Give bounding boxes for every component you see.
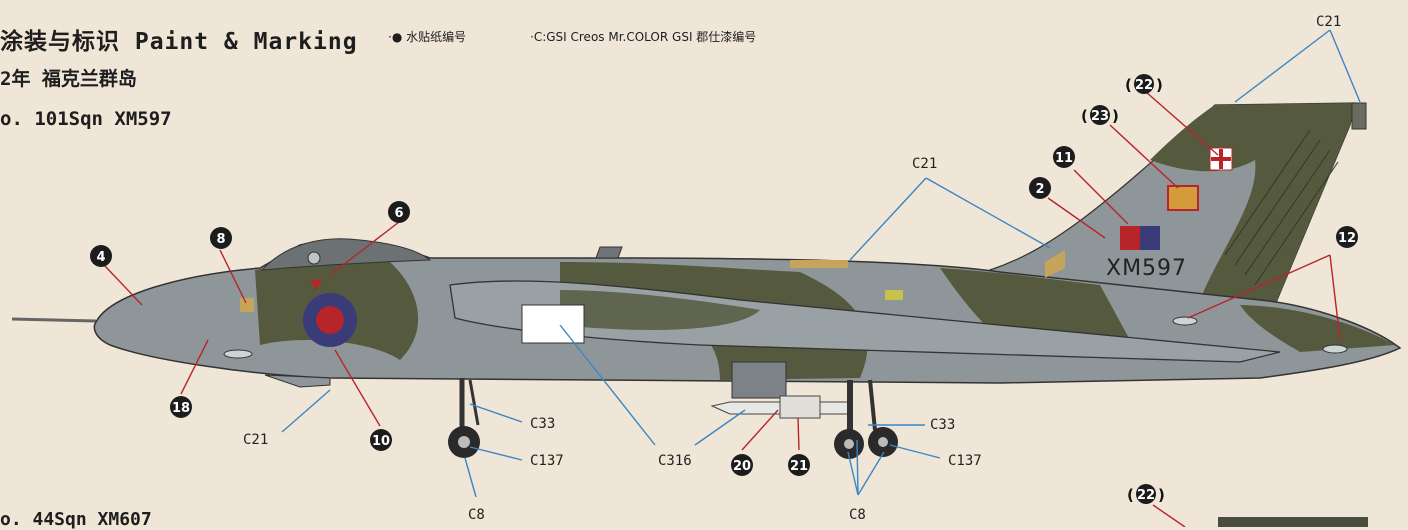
decal-6: 6 <box>388 201 410 223</box>
decal-12-number: 12 <box>1338 231 1356 246</box>
decal-2-number: 2 <box>1035 182 1044 197</box>
paint-code-c33-nose-gear: C33 <box>530 416 555 432</box>
pitot-probe <box>11 317 97 323</box>
missile-pylon <box>779 395 821 419</box>
legend-paint-code: ·C:GSI Creos Mr.COLOR GSI 郡仕漆编号 <box>530 30 757 44</box>
decal-23: ( 23 ) <box>1081 105 1119 125</box>
paint-code-c21-belly: C21 <box>243 432 268 448</box>
decal-8-number: 8 <box>216 232 225 247</box>
wing-camouflage <box>560 290 760 330</box>
nose-vent <box>223 349 253 359</box>
fin-badge-squadron <box>1167 185 1199 211</box>
warning-triangle <box>310 280 322 290</box>
decal-22-next: ( 22 ) <box>1127 484 1165 504</box>
nose-underside <box>264 374 331 388</box>
rudder-lines <box>1224 129 1339 286</box>
svg-text:): ) <box>1158 486 1165 504</box>
next-squadron-label: o. 44Sqn XM607 <box>0 509 152 530</box>
rear-vent <box>1172 316 1198 326</box>
decal-10-number: 10 <box>372 434 390 449</box>
leader-lines <box>281 29 1361 498</box>
paint-code-c137-main-gear: C137 <box>948 453 982 469</box>
paint-code-c21-spine: C21 <box>912 156 937 172</box>
svg-text:(: ( <box>1127 486 1134 504</box>
decal-23-number: 23 <box>1091 109 1109 124</box>
roundel-center <box>316 306 344 334</box>
decal-11-number: 11 <box>1055 151 1073 166</box>
decal-21-number: 21 <box>790 459 808 474</box>
cockpit-stencil <box>240 298 254 312</box>
paint-code-c21-fin: C21 <box>1316 14 1341 30</box>
svg-text:): ) <box>1112 107 1119 125</box>
svg-text:(: ( <box>1125 76 1132 94</box>
fin-tip-fairing <box>1351 102 1367 130</box>
decal-22-next-number: 22 <box>1137 488 1155 503</box>
canopy-window <box>307 251 321 265</box>
fin-camouflage <box>1150 103 1355 305</box>
paint-code-c33-main-gear: C33 <box>930 417 955 433</box>
decal-21: 21 <box>788 454 810 476</box>
decal-20-number: 20 <box>733 459 751 474</box>
paint-code-c8-main-gear: C8 <box>849 507 866 523</box>
aircraft-registration: XM597 <box>1106 256 1187 281</box>
decal-20: 20 <box>731 454 753 476</box>
decal-leader-lines <box>103 91 1341 527</box>
decal-22-fin-number: 22 <box>1135 78 1153 93</box>
scheme-year: 2年 福克兰群岛 <box>0 68 137 90</box>
spine-panel <box>790 260 848 268</box>
intake-white-panel <box>521 304 585 344</box>
next-aircraft-fin-preview <box>1218 517 1368 527</box>
fin-flash-blue <box>1140 226 1160 250</box>
decal-18: 18 <box>170 396 192 418</box>
paint-code-c8-nose-gear: C8 <box>468 507 485 523</box>
fin-flash-red <box>1120 226 1140 250</box>
decal-11: 11 <box>1053 146 1075 168</box>
legend-decal-number: ·● 水贴纸编号 <box>388 30 467 44</box>
decal-6-number: 6 <box>394 206 403 221</box>
squadron-label: o. 101Sqn XM597 <box>0 108 172 130</box>
decal-4-number: 4 <box>96 250 105 265</box>
canopy <box>260 238 432 271</box>
tail-camouflage <box>1240 305 1395 352</box>
svg-text:): ) <box>1156 76 1163 94</box>
spine-stencil <box>885 290 903 300</box>
bomb-bay-door <box>731 361 787 399</box>
svg-text:(: ( <box>1081 107 1088 125</box>
decal-4: 4 <box>90 245 112 267</box>
decal-12: 12 <box>1336 226 1358 248</box>
decal-10: 10 <box>370 429 392 451</box>
dorsal-antenna <box>595 246 623 259</box>
paint-code-c137-nose-gear: C137 <box>530 453 564 469</box>
decal-18-number: 18 <box>172 401 190 416</box>
decal-2: 2 <box>1029 177 1051 199</box>
fin-stencil <box>1045 250 1065 278</box>
decal-22-fin: ( 22 ) <box>1125 74 1163 94</box>
paint-code-c316: C316 <box>658 453 692 469</box>
tail-vent <box>1322 344 1348 354</box>
decal-8: 8 <box>210 227 232 249</box>
page-title: 涂装与标识 Paint & Marking <box>0 29 358 55</box>
